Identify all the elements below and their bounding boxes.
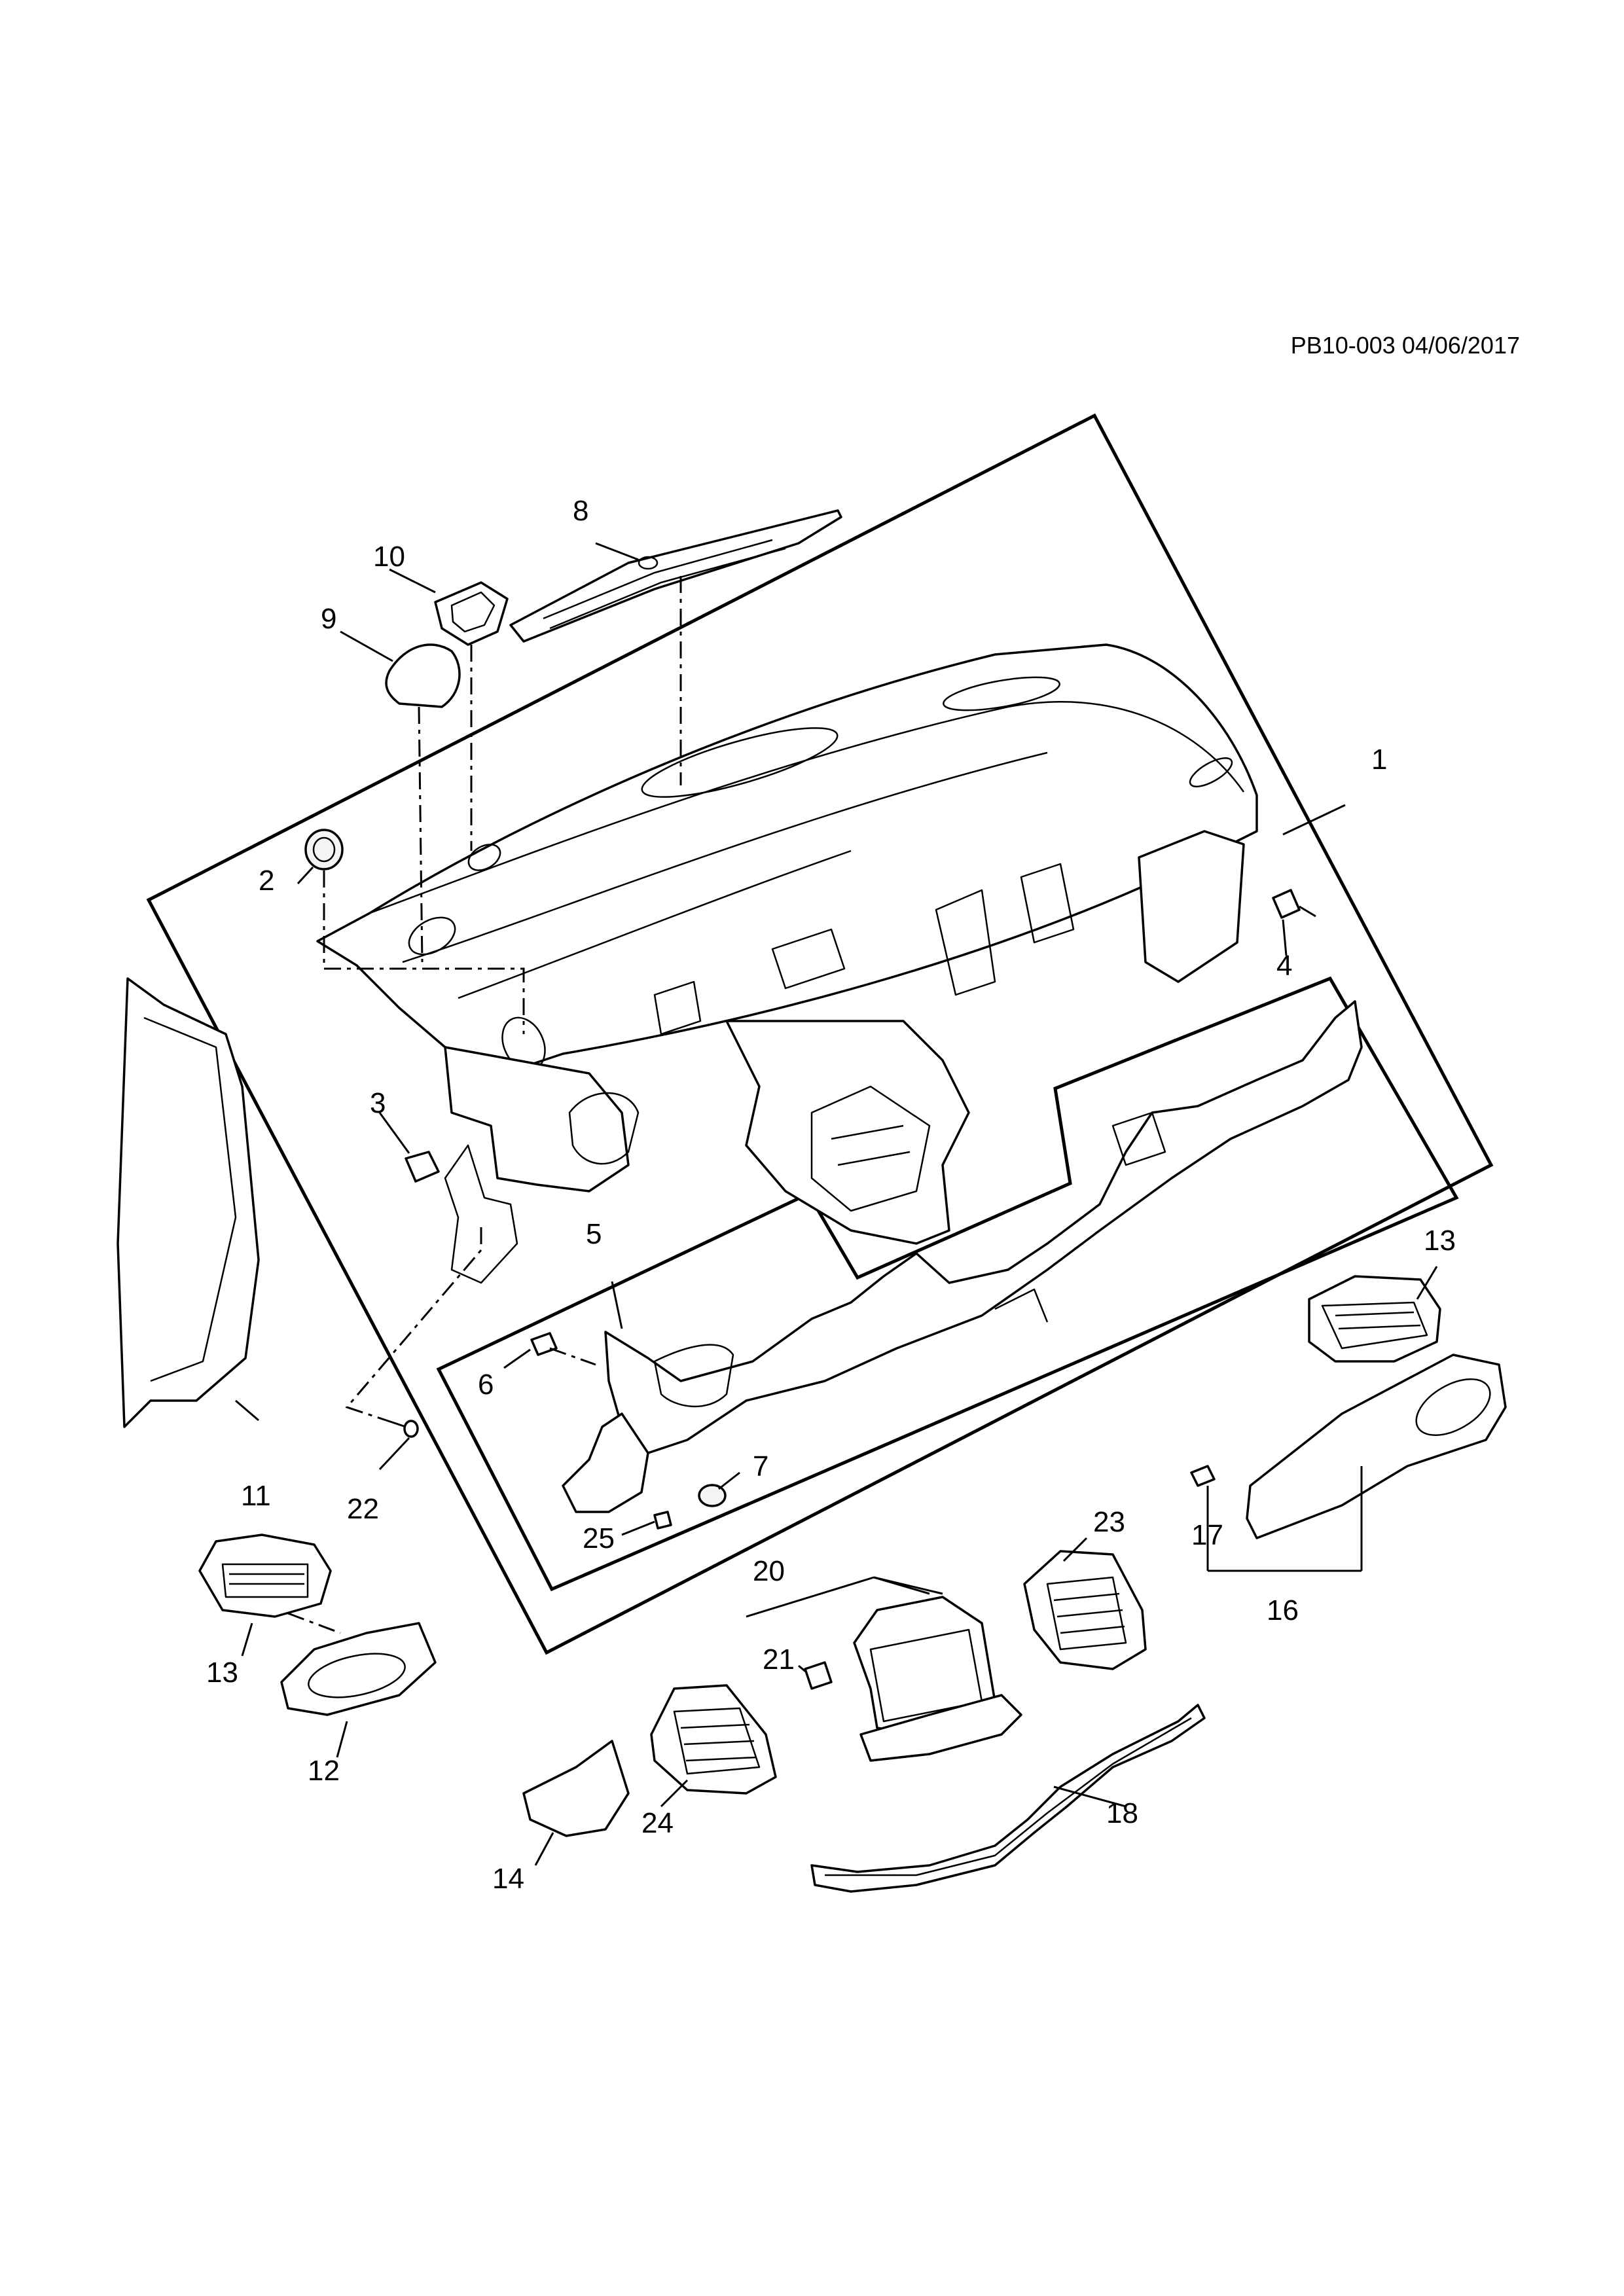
- part-20-display-housing: [853, 1596, 1022, 1762]
- part-13-left-air-vent: [198, 1534, 332, 1618]
- callout-18: 18: [1106, 1797, 1138, 1829]
- callout-5: 5: [586, 1218, 602, 1250]
- part-23-centre-right-vent: [1023, 1550, 1147, 1670]
- assembly-line-22: [345, 1227, 482, 1422]
- part-16-right-bezel: [1246, 1354, 1507, 1539]
- callout-20: 20: [753, 1555, 785, 1587]
- part-6-clip: [530, 1332, 558, 1356]
- main-assembly-frame: [146, 413, 1494, 1655]
- part-3-clip: [405, 1151, 440, 1183]
- diagram-reference-code: PB10-003 04/06/2017: [1291, 332, 1520, 359]
- part-25-clip: [653, 1511, 672, 1530]
- callout-14: 14: [492, 1863, 524, 1895]
- instrument-panel-carrier: [316, 643, 1258, 1284]
- part-9-speaker-cover: [385, 643, 461, 708]
- part-18-trim-strip: [810, 1704, 1206, 1893]
- callout-13-left: 13: [206, 1657, 238, 1689]
- callout-25: 25: [583, 1522, 615, 1554]
- part-22-screw: [386, 1419, 419, 1438]
- callout-6: 6: [478, 1369, 494, 1401]
- part-14-trim-cover: [522, 1740, 630, 1837]
- callout-17: 17: [1191, 1519, 1223, 1551]
- assembly-line-2: [323, 870, 525, 1034]
- assembly-line-6: [549, 1347, 596, 1366]
- callout-7: 7: [753, 1450, 768, 1482]
- callout-8: 8: [573, 495, 588, 527]
- part-13-right-air-vent: [1308, 1275, 1441, 1363]
- part-8-centre-defroster-grille: [509, 509, 842, 643]
- part-10-bezel: [434, 581, 509, 646]
- callout-3: 3: [370, 1087, 386, 1119]
- callout-12: 12: [308, 1755, 340, 1787]
- part-4-clip: [1272, 889, 1316, 919]
- callout-11: 11: [241, 1480, 271, 1512]
- part-2-side-vent: [304, 829, 344, 870]
- callout-9: 9: [321, 603, 336, 635]
- callout-4: 4: [1276, 950, 1292, 982]
- callout-16: 16: [1267, 1594, 1299, 1626]
- part-5-lower-trim: [562, 1000, 1363, 1513]
- assembly-line-9: [418, 706, 424, 963]
- callout-2: 2: [259, 865, 274, 897]
- part-24-centre-left-vent: [650, 1684, 777, 1795]
- callout-13-right: 13: [1424, 1225, 1456, 1257]
- part-21-clip: [804, 1661, 833, 1690]
- callout-21: 21: [763, 1643, 795, 1676]
- lower-trim-frame: [436, 976, 1459, 1592]
- callout-22: 22: [347, 1493, 379, 1525]
- part-7-plug: [698, 1484, 727, 1507]
- callout-23: 23: [1093, 1506, 1125, 1538]
- part-11-end-cap: [117, 977, 260, 1428]
- part-12-left-bezel: [280, 1622, 437, 1716]
- assembly-line-13: [287, 1612, 341, 1634]
- callout-10: 10: [373, 541, 405, 573]
- part-17-clip: [1190, 1465, 1216, 1487]
- callout-24: 24: [641, 1807, 674, 1839]
- callout-1: 1: [1371, 744, 1387, 776]
